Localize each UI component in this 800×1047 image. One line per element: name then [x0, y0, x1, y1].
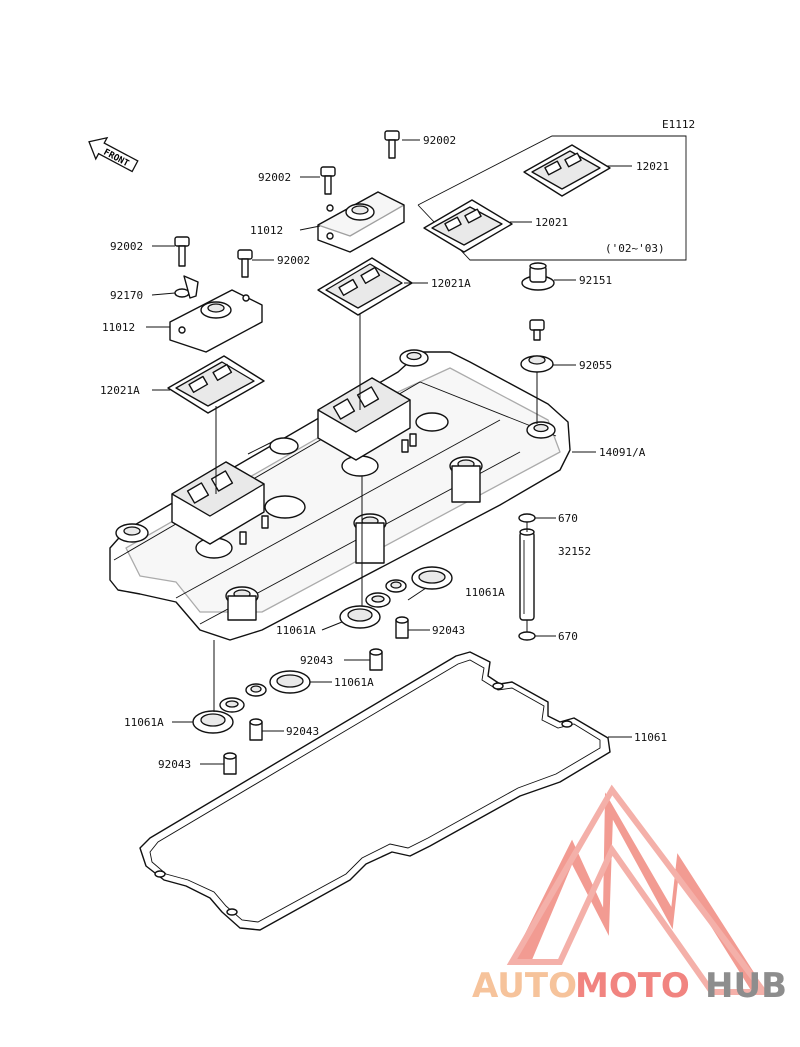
bolt-92002-left: [174, 236, 190, 267]
gasket-11061A-upper-mid: [339, 605, 381, 629]
callout-12021A-upper: 12021A: [431, 277, 471, 290]
plug-boss-1: [115, 523, 149, 543]
callout-92043-d: 92043: [158, 758, 191, 771]
oil-filler-ring: [195, 412, 449, 559]
gasket-11061A-group-left: [219, 670, 311, 713]
stud: [409, 433, 417, 447]
head-cover-gasket-11061: [139, 651, 611, 931]
callout-92170: 92170: [110, 289, 143, 302]
callout-11061A-mid: 11061A: [276, 624, 316, 637]
callout-92043-c: 92043: [286, 725, 319, 738]
gasket-11061A-group-right: [365, 566, 453, 608]
collar-92043-a: [395, 616, 409, 639]
plug-boss-3: [353, 513, 387, 564]
breather-box-upper: [317, 377, 411, 461]
collar-92043-d: [223, 752, 237, 775]
gasket-12021A-upper: [317, 257, 413, 316]
pipe-32152: [519, 528, 535, 621]
callout-92043-a: 92043: [432, 624, 465, 637]
plug-boss-4: [449, 456, 483, 503]
callout-labels: 92002 92002 92002 92002 11012 11012 1202…: [100, 134, 669, 771]
bolt-92055: [529, 319, 545, 341]
callout-92043-b: 92043: [300, 654, 333, 667]
automotohub-logo: AUTO MOTO HUB: [472, 784, 787, 1006]
gasket-11061A-lower-left: [192, 710, 234, 734]
bolt-92002-second: [320, 166, 336, 195]
collar-92043-c: [249, 718, 263, 741]
plug-boss-5: [526, 421, 556, 439]
callout-92002-second: 92002: [258, 171, 291, 184]
year-note: ('02~'03): [605, 242, 665, 255]
bolt-92002-top: [384, 130, 400, 159]
plug-boss-2: [225, 586, 259, 621]
washer-92170: [174, 275, 199, 299]
callout-11061A-lower-left: 11061A: [124, 716, 164, 729]
stud: [239, 531, 247, 545]
callout-11012-upper: 11012: [250, 224, 283, 237]
callout-11061A-right: 11061A: [465, 586, 505, 599]
callout-11061: 11061: [634, 731, 667, 744]
cylinder-head-cover-14091: [109, 349, 571, 641]
callout-92002-left: 92002: [110, 240, 143, 253]
logo-text-auto: AUTO: [472, 966, 577, 1006]
callout-12021-upper: 12021: [636, 160, 669, 173]
stud: [401, 439, 409, 453]
o-ring-670-top: [518, 513, 536, 523]
o-ring-670-bottom: [518, 631, 536, 641]
diagram-code: E1112: [662, 118, 695, 131]
cap-92151: [521, 262, 555, 291]
collar-92043-b: [369, 648, 383, 671]
gasket-12021-upper: [523, 144, 611, 197]
callout-92055: 92055: [579, 359, 612, 372]
logo-text-moto: MOTO: [575, 966, 690, 1006]
stud: [261, 515, 269, 529]
callout-14091A: 14091/A: [599, 446, 646, 459]
bolt-92002-mid: [237, 249, 253, 278]
callout-92151: 92151: [579, 274, 612, 287]
callout-92002-mid: 92002: [277, 254, 310, 267]
logo-triangle-outline-icon: [506, 784, 771, 995]
plug-boss-6: [399, 349, 429, 367]
callout-12021-lower: 12021: [535, 216, 568, 229]
callout-670-top: 670: [558, 512, 578, 525]
callout-670-bottom: 670: [558, 630, 578, 643]
logo-text-hub: HUB: [705, 966, 787, 1006]
callout-11061A-left-group: 11061A: [334, 676, 374, 689]
cover-11012-lower: [169, 289, 263, 353]
gasket-12021-lower: [423, 199, 513, 253]
callout-32152: 32152: [558, 545, 591, 558]
front-arrow-icon: FRONT: [88, 136, 139, 173]
cover-11012-upper: [317, 191, 405, 253]
callout-92002-top: 92002: [423, 134, 456, 147]
grommet-92055: [520, 355, 554, 373]
leader-lines: [146, 139, 632, 765]
callout-11012-lower: 11012: [102, 321, 135, 334]
gasket-12021A-lower: [167, 355, 265, 414]
breather-box-lower: [171, 461, 265, 545]
callout-12021A-lower: 12021A: [100, 384, 140, 397]
